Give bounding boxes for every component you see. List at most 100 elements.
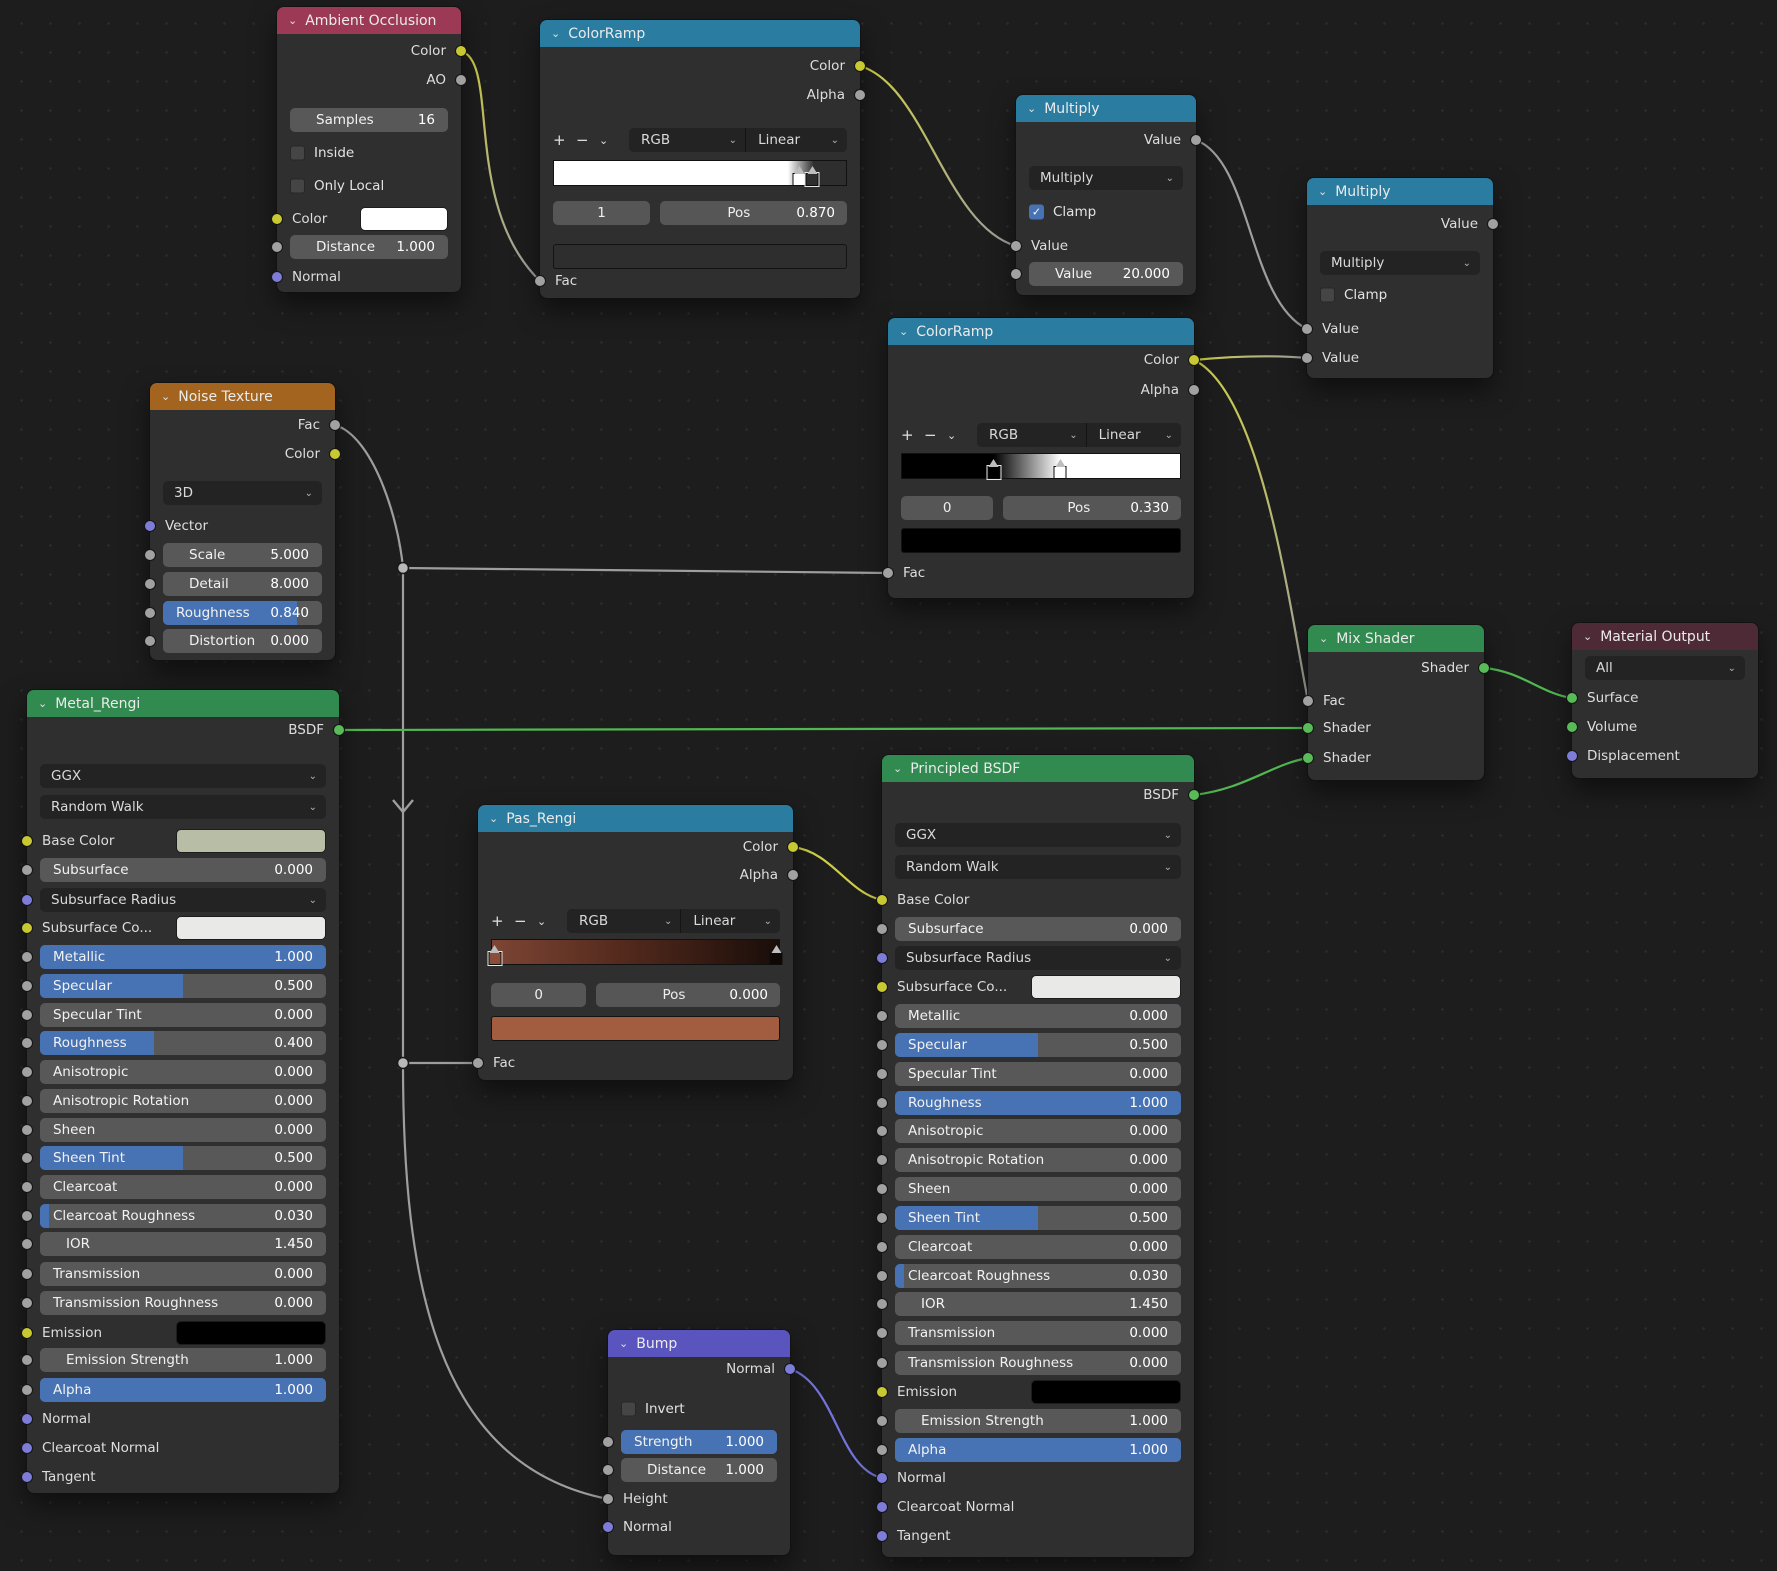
output-socket[interactable] bbox=[1190, 134, 1202, 146]
random-walk-dropdown[interactable]: Random Walk⌄ bbox=[40, 795, 326, 819]
input-socket[interactable] bbox=[876, 1154, 888, 1166]
output-socket[interactable] bbox=[333, 724, 345, 736]
input-socket[interactable] bbox=[876, 1501, 888, 1513]
output-socket[interactable] bbox=[854, 89, 866, 101]
checkbox[interactable] bbox=[1320, 287, 1335, 303]
ramp-menu-button[interactable]: ⌄ bbox=[947, 428, 957, 442]
output-socket[interactable] bbox=[1188, 384, 1200, 396]
stop-index-field[interactable]: 0 bbox=[901, 496, 994, 520]
input-socket[interactable] bbox=[876, 894, 888, 906]
stop-color-swatch[interactable] bbox=[491, 1016, 780, 1041]
color-mode-dropdown[interactable]: RGB⌄ bbox=[629, 128, 746, 152]
input-socket[interactable] bbox=[602, 1436, 614, 1448]
input-socket[interactable] bbox=[21, 1268, 33, 1280]
node-header[interactable]: ⌄Ambient Occlusion bbox=[277, 7, 461, 34]
output-socket[interactable] bbox=[787, 841, 799, 853]
input-socket[interactable] bbox=[21, 1095, 33, 1107]
checkbox[interactable] bbox=[290, 145, 305, 161]
stop-color-swatch[interactable] bbox=[901, 528, 1181, 553]
color-swatch[interactable] bbox=[176, 916, 326, 940]
subsurface-radius-dropdown[interactable]: Subsurface Radius⌄ bbox=[40, 888, 326, 912]
output-socket[interactable] bbox=[784, 1363, 796, 1375]
input-socket[interactable] bbox=[21, 1124, 33, 1136]
add-stop-button[interactable]: + bbox=[491, 912, 504, 930]
output-socket[interactable] bbox=[455, 74, 467, 86]
input-socket[interactable] bbox=[876, 1472, 888, 1484]
input-socket[interactable] bbox=[1010, 268, 1022, 280]
input-socket[interactable] bbox=[876, 981, 888, 993]
output-socket[interactable] bbox=[1188, 789, 1200, 801]
input-socket[interactable] bbox=[1010, 240, 1022, 252]
random-walk-dropdown[interactable]: Random Walk⌄ bbox=[895, 855, 1181, 879]
input-socket[interactable] bbox=[21, 1181, 33, 1193]
reroute-node[interactable] bbox=[396, 561, 410, 575]
node-header[interactable]: ⌄ColorRamp bbox=[540, 20, 860, 47]
input-socket[interactable] bbox=[21, 835, 33, 847]
input-socket[interactable] bbox=[876, 1039, 888, 1051]
input-socket[interactable] bbox=[1302, 695, 1314, 707]
collapse-chevron-icon[interactable]: ⌄ bbox=[489, 812, 499, 825]
stop-index-field[interactable]: 1 bbox=[553, 201, 651, 225]
ggx-dropdown[interactable]: GGX⌄ bbox=[895, 823, 1181, 847]
ramp-menu-button[interactable]: ⌄ bbox=[537, 914, 547, 928]
ramp-handle[interactable] bbox=[769, 952, 783, 965]
input-socket[interactable] bbox=[21, 1009, 33, 1021]
input-socket[interactable] bbox=[876, 1212, 888, 1224]
ramp-handle-selected[interactable] bbox=[804, 172, 820, 187]
collapse-chevron-icon[interactable]: ⌄ bbox=[551, 27, 561, 40]
color-swatch[interactable] bbox=[176, 1321, 326, 1345]
interpolation-dropdown[interactable]: Linear⌄ bbox=[746, 128, 847, 152]
input-socket[interactable] bbox=[876, 1270, 888, 1282]
input-socket[interactable] bbox=[602, 1493, 614, 1505]
ramp-menu-button[interactable]: ⌄ bbox=[599, 133, 609, 147]
input-socket[interactable] bbox=[21, 894, 33, 906]
input-socket[interactable] bbox=[876, 923, 888, 935]
output-socket[interactable] bbox=[1478, 662, 1490, 674]
input-socket[interactable] bbox=[144, 549, 156, 561]
input-socket[interactable] bbox=[144, 635, 156, 647]
subsurface-radius-dropdown[interactable]: Subsurface Radius⌄ bbox=[895, 946, 1181, 970]
node-header[interactable]: ⌄Noise Texture bbox=[150, 383, 335, 410]
color-swatch[interactable] bbox=[1031, 975, 1181, 999]
input-socket[interactable] bbox=[876, 1010, 888, 1022]
input-socket[interactable] bbox=[1566, 721, 1578, 733]
output-socket[interactable] bbox=[329, 448, 341, 460]
output-socket[interactable] bbox=[854, 60, 866, 72]
node-header[interactable]: ⌄Principled BSDF bbox=[882, 755, 1194, 782]
input-socket[interactable] bbox=[876, 1097, 888, 1109]
input-socket[interactable] bbox=[876, 952, 888, 964]
node-header[interactable]: ⌄Multiply bbox=[1307, 178, 1493, 205]
input-socket[interactable] bbox=[602, 1464, 614, 1476]
output-socket[interactable] bbox=[329, 419, 341, 431]
input-socket[interactable] bbox=[876, 1530, 888, 1542]
multiply-dropdown[interactable]: Multiply⌄ bbox=[1320, 251, 1480, 275]
color-ramp-gradient[interactable] bbox=[553, 160, 847, 187]
input-socket[interactable] bbox=[876, 1415, 888, 1427]
output-socket[interactable] bbox=[1487, 218, 1499, 230]
input-socket[interactable] bbox=[21, 980, 33, 992]
